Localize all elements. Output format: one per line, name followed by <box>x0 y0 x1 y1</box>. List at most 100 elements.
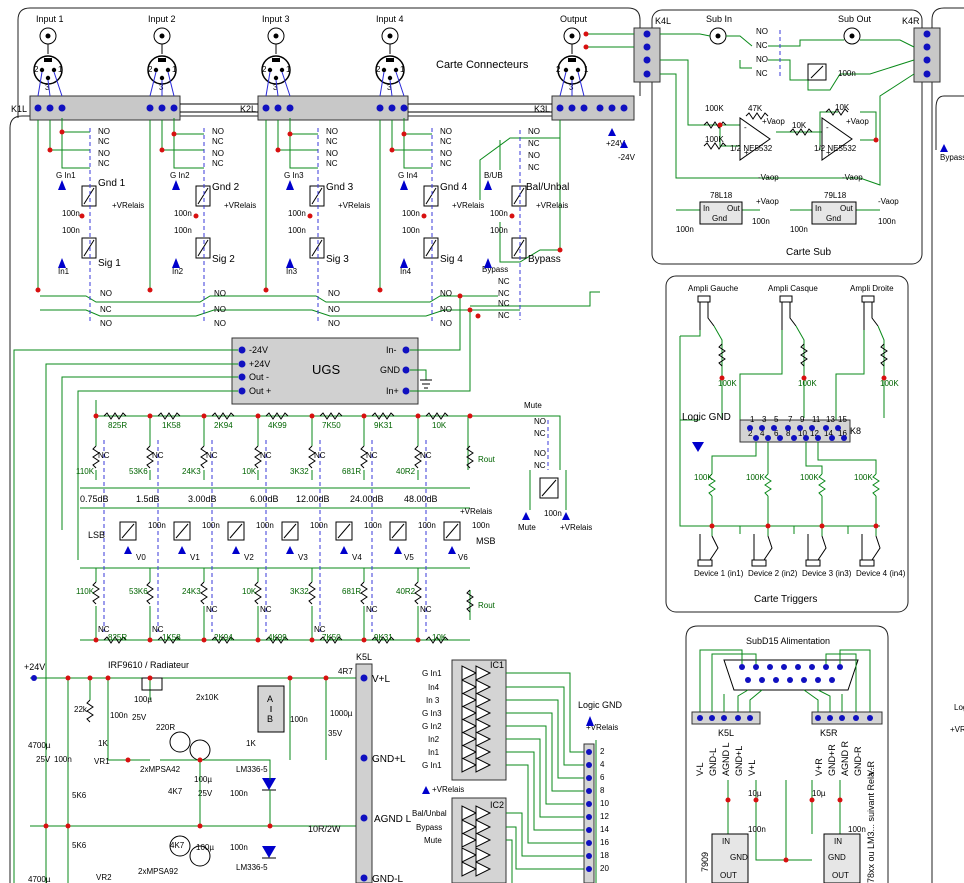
svg-text:NC: NC <box>498 311 510 320</box>
svg-text:-24V: -24V <box>249 345 268 355</box>
svg-text:6: 6 <box>774 429 779 438</box>
svg-text:100n: 100n <box>256 521 274 530</box>
svg-text:V-L: V-L <box>695 762 705 776</box>
svg-text:NO: NO <box>328 319 340 328</box>
svg-text:9K31: 9K31 <box>374 421 393 430</box>
svg-text:10: 10 <box>600 799 609 808</box>
svg-text:5K6: 5K6 <box>72 791 87 800</box>
svg-text:NO: NO <box>214 289 226 298</box>
svg-text:In: In <box>703 204 710 213</box>
sub-wiring <box>588 33 915 211</box>
svg-text:3: 3 <box>387 83 392 92</box>
svg-text:Gnd 2: Gnd 2 <box>212 182 240 193</box>
svg-text:-Vaop: -Vaop <box>842 173 863 182</box>
svg-text:2: 2 <box>600 747 605 756</box>
svg-text:2: 2 <box>556 65 561 74</box>
sub-opamp-2: -+ 1/2 NE5532 +Vaop -Vaop <box>814 117 869 182</box>
svg-text:4: 4 <box>600 760 605 769</box>
svg-text:6: 6 <box>600 773 605 782</box>
svg-text:2: 2 <box>262 65 267 74</box>
svg-text:9: 9 <box>800 415 805 424</box>
svg-text:100n: 100n <box>878 217 896 226</box>
svg-text:V-R: V-R <box>866 760 876 776</box>
svg-text:4K99: 4K99 <box>268 421 287 430</box>
svg-text:100K: 100K <box>800 473 819 482</box>
relay-ch4: Gnd 4 Sig 4 G In4 In4 100n 100n +VRelais <box>398 171 484 276</box>
svg-text:Rout: Rout <box>478 455 496 464</box>
svg-text:681R: 681R <box>342 587 361 596</box>
title-carte-sub: Carte Sub <box>786 247 831 258</box>
input-flags <box>58 180 492 268</box>
svg-text:7K50: 7K50 <box>322 633 341 642</box>
svg-text:15: 15 <box>838 415 847 424</box>
svg-text:In4: In4 <box>428 683 440 692</box>
svg-text:100n: 100n <box>790 225 808 234</box>
svg-text:V2: V2 <box>244 553 254 562</box>
svg-text:100n: 100n <box>676 225 694 234</box>
svg-text:5K6: 5K6 <box>72 841 87 850</box>
svg-text:In3: In3 <box>286 267 298 276</box>
svg-text:NO: NO <box>98 149 110 158</box>
svg-text:GND+L: GND+L <box>734 746 744 776</box>
svg-text:100n: 100n <box>310 521 328 530</box>
svg-text:100n: 100n <box>230 789 248 798</box>
svg-text:-: - <box>826 123 829 132</box>
svg-text:Device 1 (in1): Device 1 (in1) <box>694 569 744 578</box>
svg-text:4R7: 4R7 <box>338 667 353 676</box>
svg-text:100n: 100n <box>290 715 308 724</box>
svg-text:4: 4 <box>760 429 765 438</box>
svg-text:0.75dB: 0.75dB <box>80 494 109 504</box>
svg-text:40R2: 40R2 <box>396 467 416 476</box>
svg-text:Bypass: Bypass <box>940 153 964 162</box>
svg-text:NC: NC <box>98 137 110 146</box>
svg-text:100µ: 100µ <box>196 843 214 852</box>
svg-text:NO: NO <box>214 319 226 328</box>
svg-text:Out: Out <box>727 204 741 213</box>
ic1-input-labels: G In1 In4 In 3 G In3 G In2 In2 In1 G In1… <box>412 669 447 845</box>
svg-text:NC: NC <box>534 429 546 438</box>
svg-text:+VRelais: +VRelais <box>536 201 568 210</box>
svg-text:220R: 220R <box>156 723 175 732</box>
svg-text:Sig 3: Sig 3 <box>326 254 349 265</box>
svg-text:Bypass: Bypass <box>528 254 561 265</box>
svg-text:1K58: 1K58 <box>162 633 181 642</box>
svg-text:In 3: In 3 <box>426 696 440 705</box>
svg-text:NO: NO <box>326 127 338 136</box>
svg-text:16: 16 <box>600 838 609 847</box>
svg-text:LSB: LSB <box>88 530 105 540</box>
svg-text:25V: 25V <box>132 713 147 722</box>
title-carte-triggers: Carte Triggers <box>754 594 817 605</box>
svg-text:NO: NO <box>528 127 540 136</box>
svg-text:100n: 100n <box>174 209 192 218</box>
svg-text:8: 8 <box>600 786 605 795</box>
svg-text:Logic GND: Logic GND <box>578 700 623 710</box>
svg-text:+VRelais: +VRelais <box>560 523 592 532</box>
svg-text:Bypass: Bypass <box>482 265 508 274</box>
svg-text:Out -: Out - <box>249 372 269 382</box>
svg-text:3K32: 3K32 <box>290 587 309 596</box>
svg-text:-24V: -24V <box>618 153 636 162</box>
header-k3l <box>551 95 635 121</box>
svg-text:OUT: OUT <box>720 871 737 880</box>
svg-text:+VRelais: +VRelais <box>460 507 492 516</box>
svg-text:10K: 10K <box>792 121 807 130</box>
relay-ch2: Gnd 2 Sig 2 G In2 In2 100n 100n +VRelais <box>170 171 256 276</box>
svg-text:10K: 10K <box>242 467 257 476</box>
svg-text:NO: NO <box>440 127 452 136</box>
svg-text:2: 2 <box>376 65 381 74</box>
svg-text:NO: NO <box>214 305 226 314</box>
svg-text:7K50: 7K50 <box>322 421 341 430</box>
svg-text:Gnd 3: Gnd 3 <box>326 182 354 193</box>
svg-text:100K: 100K <box>746 473 765 482</box>
svg-text:NC: NC <box>98 159 110 168</box>
svg-text:+: + <box>826 148 831 157</box>
svg-text:79L18: 79L18 <box>824 191 847 200</box>
title-subd15: SubD15 Alimentation <box>746 636 830 646</box>
svg-text:NC: NC <box>98 451 110 460</box>
svg-text:NC: NC <box>498 289 510 298</box>
svg-text:NC: NC <box>534 461 546 470</box>
svg-text:1: 1 <box>400 65 405 74</box>
svg-text:20: 20 <box>600 864 609 873</box>
